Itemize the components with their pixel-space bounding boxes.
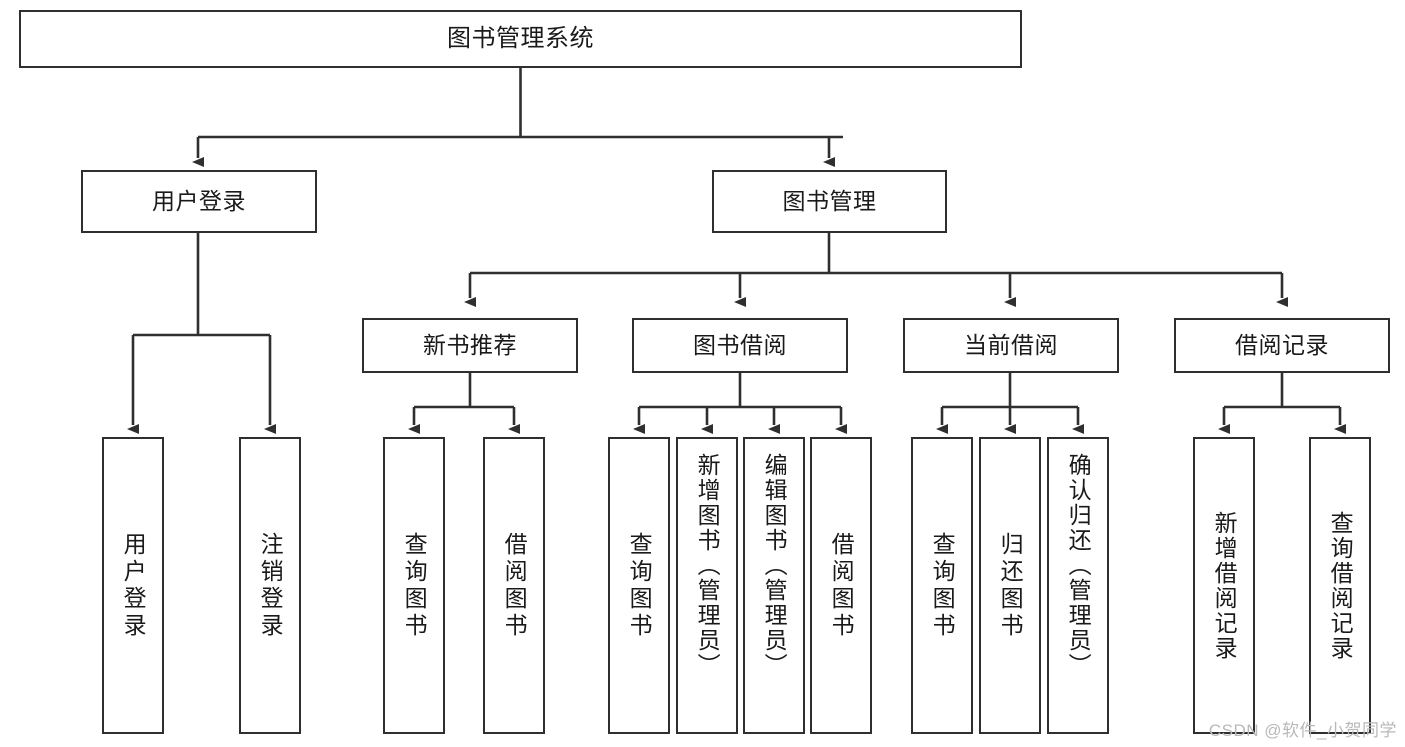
leaf-add-book[interactable]: 新增图书（管理员） [676, 437, 738, 734]
node-borrow-record-label: 借阅记录 [1235, 331, 1329, 358]
leaf-query-book-1-label: 查询图书 [401, 531, 428, 640]
leaf-add-book-label: 新增图书（管理员） [694, 453, 721, 678]
leaf-query-record-label: 查询借阅记录 [1327, 510, 1354, 661]
node-root-system[interactable]: 图书管理系统 [19, 10, 1022, 68]
leaf-return-book-label: 归还图书 [997, 531, 1024, 640]
node-user-login-label: 用户登录 [152, 187, 246, 214]
leaf-query-book-2[interactable]: 查询图书 [608, 437, 670, 734]
node-new-book-recommend-label: 新书推荐 [423, 331, 517, 358]
leaf-confirm-return[interactable]: 确认归还（管理员） [1047, 437, 1109, 734]
leaf-borrow-book-1-label: 借阅图书 [501, 531, 528, 640]
node-new-book-recommend[interactable]: 新书推荐 [362, 318, 578, 373]
leaf-query-book-3-label: 查询图书 [929, 531, 956, 640]
leaf-edit-book[interactable]: 编辑图书（管理员） [743, 437, 805, 734]
node-book-manage-label: 图书管理 [782, 187, 877, 214]
leaf-query-record[interactable]: 查询借阅记录 [1309, 437, 1371, 734]
node-current-borrow-label: 当前借阅 [964, 331, 1058, 358]
leaf-logout-login-label: 注销登录 [257, 531, 284, 640]
leaf-edit-book-label: 编辑图书（管理员） [761, 453, 788, 678]
leaf-query-book-1[interactable]: 查询图书 [383, 437, 445, 734]
leaf-add-record[interactable]: 新增借阅记录 [1193, 437, 1255, 734]
node-current-borrow[interactable]: 当前借阅 [903, 318, 1119, 373]
leaf-borrow-book-1[interactable]: 借阅图书 [483, 437, 545, 734]
leaf-logout-login[interactable]: 注销登录 [239, 437, 301, 734]
node-book-borrow[interactable]: 图书借阅 [632, 318, 848, 373]
leaf-query-book-3[interactable]: 查询图书 [911, 437, 973, 734]
node-book-borrow-label: 图书借阅 [693, 331, 787, 358]
leaf-query-book-2-label: 查询图书 [626, 531, 653, 640]
leaf-user-login[interactable]: 用户登录 [102, 437, 164, 734]
node-borrow-record[interactable]: 借阅记录 [1174, 318, 1390, 373]
csdn-watermark: CSDN @软件_小贺同学 [1208, 721, 1397, 740]
leaf-confirm-return-label: 确认归还（管理员） [1065, 453, 1092, 678]
leaf-borrow-book-2[interactable]: 借阅图书 [810, 437, 872, 734]
leaf-return-book[interactable]: 归还图书 [979, 437, 1041, 734]
leaf-user-login-label: 用户登录 [120, 531, 147, 640]
leaf-add-record-label: 新增借阅记录 [1211, 510, 1238, 661]
node-user-login[interactable]: 用户登录 [81, 170, 317, 233]
leaf-borrow-book-2-label: 借阅图书 [828, 531, 855, 640]
node-root-system-label: 图书管理系统 [447, 24, 594, 52]
node-book-manage[interactable]: 图书管理 [712, 170, 947, 233]
